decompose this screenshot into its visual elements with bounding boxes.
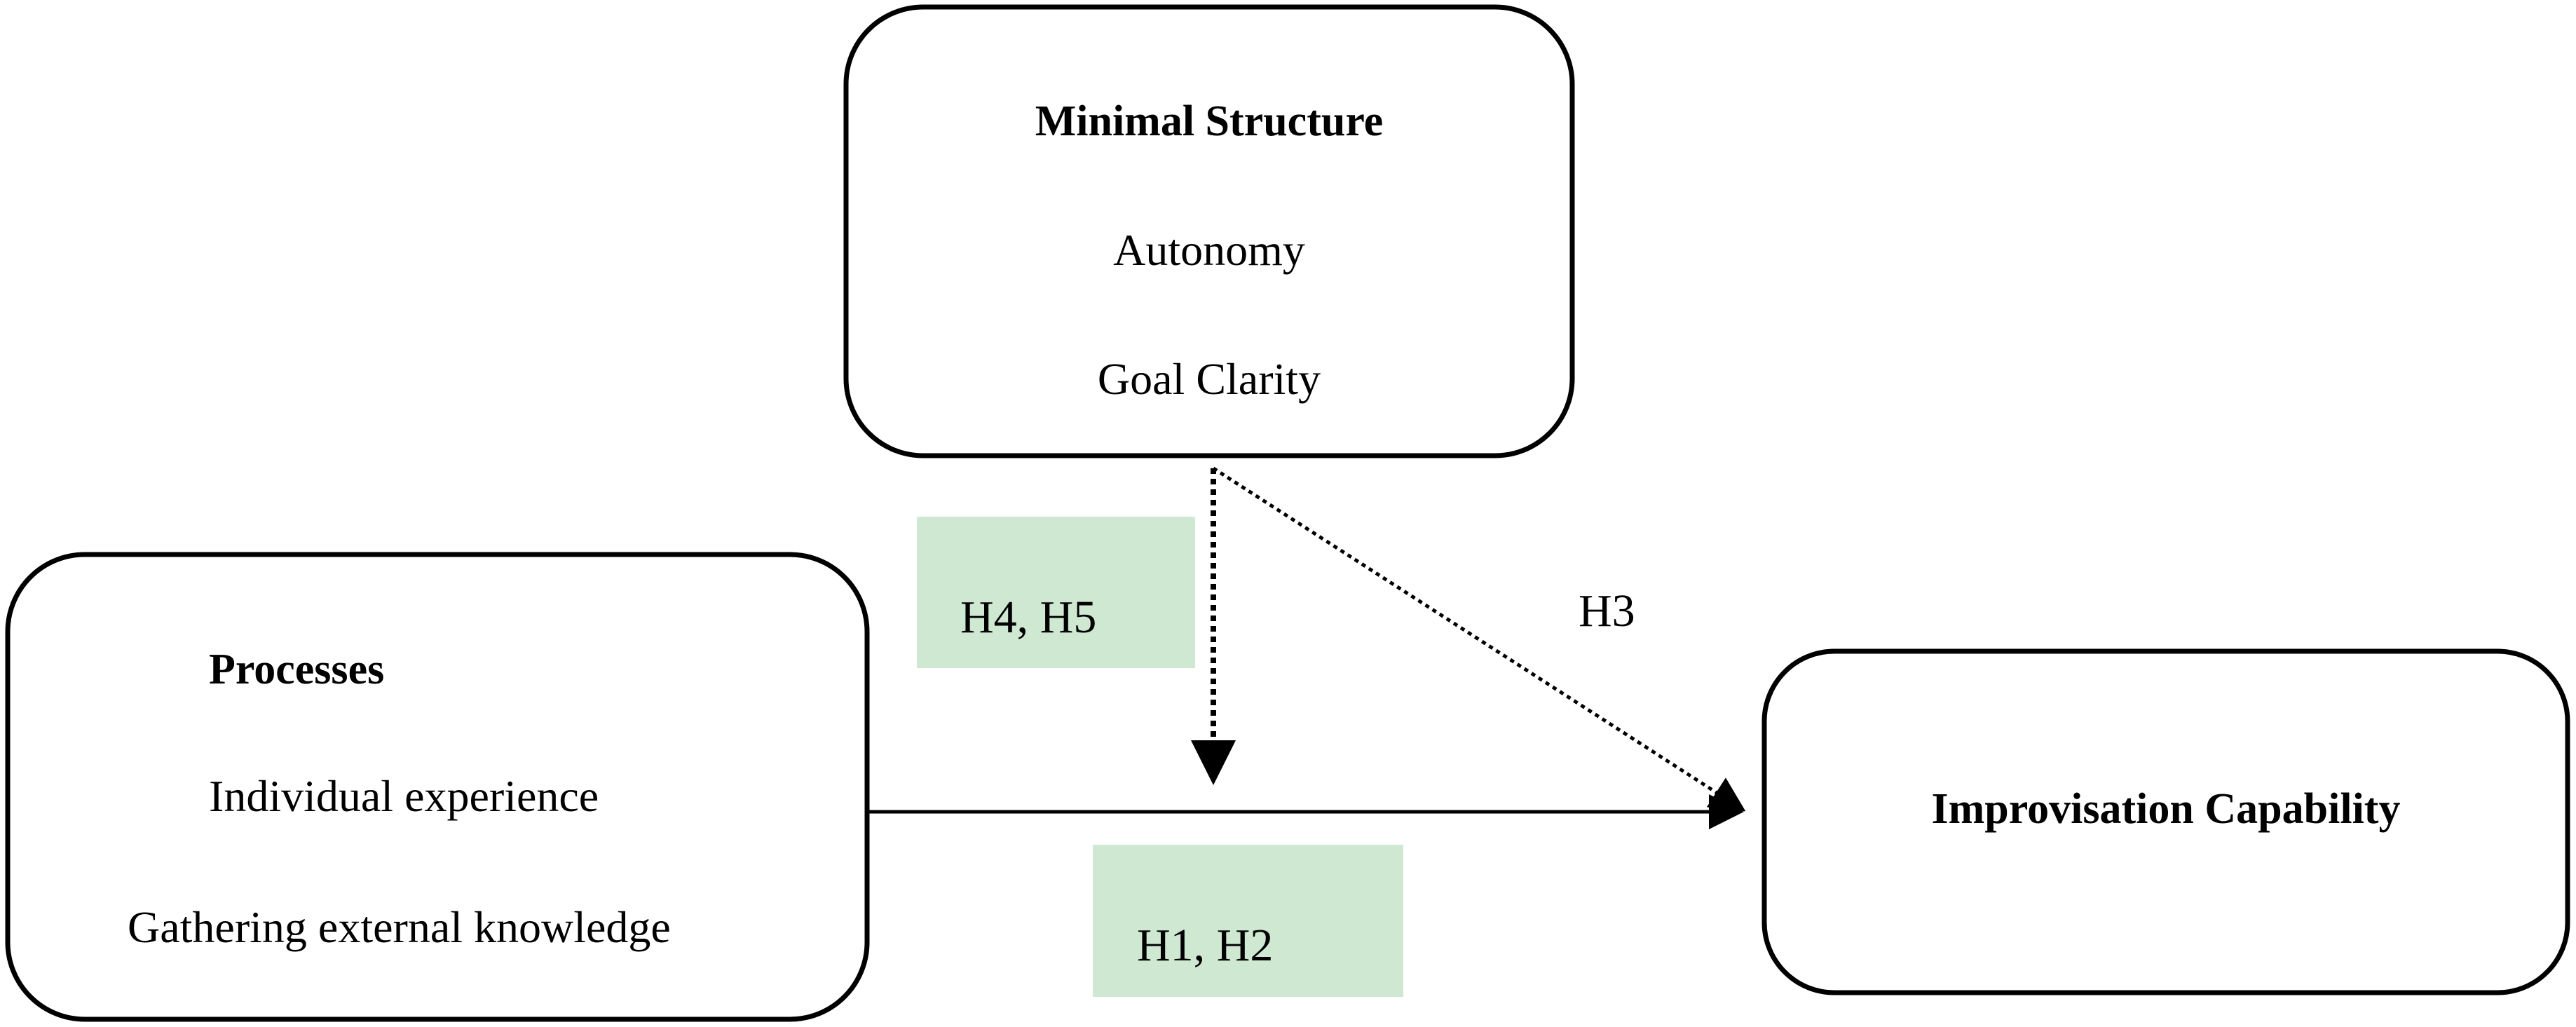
processes-title: Processes xyxy=(209,646,384,693)
processes-item-individual-experience: Individual experience xyxy=(209,771,599,821)
direct-structure-arrow xyxy=(1212,466,1746,812)
hypothesis-label-h1-h2: H1, H2 xyxy=(1137,920,1273,971)
minimal-structure-box xyxy=(843,4,1575,458)
improvisation-capability-box xyxy=(1761,648,2570,995)
h4-h5-highlight xyxy=(917,517,1195,668)
processes-box xyxy=(5,552,870,1022)
h1-h2-highlight xyxy=(1093,845,1403,997)
processes-item-gathering-external-knowledge: Gathering external knowledge xyxy=(128,902,671,952)
minimal-structure-title: Minimal Structure xyxy=(1035,97,1384,145)
improvisation-capability-title: Improvisation Capability xyxy=(1932,785,2401,833)
hypothesis-label-h4-h5: H4, H5 xyxy=(960,592,1096,643)
minimal-structure-item-goal-clarity: Goal Clarity xyxy=(1098,354,1321,404)
hypothesis-label-h3: H3 xyxy=(1579,585,1635,637)
minimal-structure-item-autonomy: Autonomy xyxy=(1113,225,1305,275)
